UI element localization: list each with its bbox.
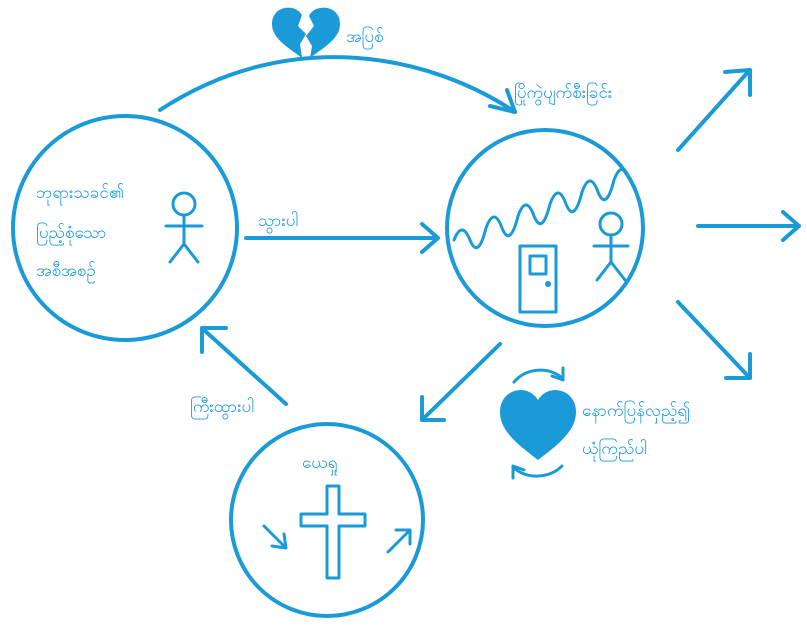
brokenness-wave [452,167,628,250]
repent-label-1: နောက်ပြန်လှည့်၍ [582,399,690,424]
cross-icon [299,484,367,580]
broken-heart-icon [272,7,340,58]
to-jesus-arrow [422,342,502,420]
gods-design-label-1: ဘုရားသခင်၏ [36,182,124,206]
door-icon [518,244,558,314]
jesus-label: ယေရှု [302,453,338,476]
jesus-circle [229,422,425,618]
grow-arrow [202,328,288,406]
repent-label-2: ယုံကြည်ပါ [582,437,647,462]
gods-design-label-3: အစီအစဉ် [36,261,96,284]
escape-arrow-right-head [781,210,801,242]
go-label: သွားပါ [258,210,298,234]
to-jesus-arrowhead [420,395,446,422]
cross-side-arrow-right [386,528,412,554]
escape-arrow-up-head [723,68,752,97]
brokenness-label: ပြိုကွဲပျက်စီးခြင်း [514,81,612,106]
grow-label: ကြီးထွားပါ [190,395,254,420]
sin-arrow [158,55,517,114]
go-arrowhead [420,222,440,254]
escape-arrow-up [676,70,750,152]
cross-side-arrow-left [262,524,288,550]
person-icon [164,191,204,264]
person-icon [592,211,630,282]
escape-arrow-down [676,300,750,378]
sin-arrowhead [488,88,517,114]
heart-cycle-icon [500,366,576,480]
brokenness-circle [445,128,645,328]
escape-arrow-down-head [724,352,752,380]
sin-label: အပြစ် [346,25,384,50]
grow-arrowhead [200,326,228,354]
gods-design-circle [11,114,239,342]
gods-design-label-2: ပြည့်စုံသော [36,221,107,246]
